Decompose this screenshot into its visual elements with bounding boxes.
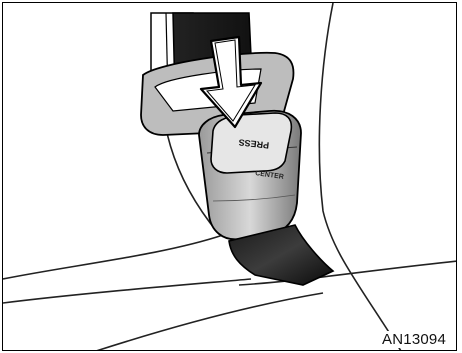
buckle-body [199,111,333,285]
figure-code: AN13094 [380,331,448,348]
illustration-frame: PRESS CENTER AN13094 [2,2,457,351]
seatbelt-buckle-illustration: PRESS CENTER [3,3,457,351]
